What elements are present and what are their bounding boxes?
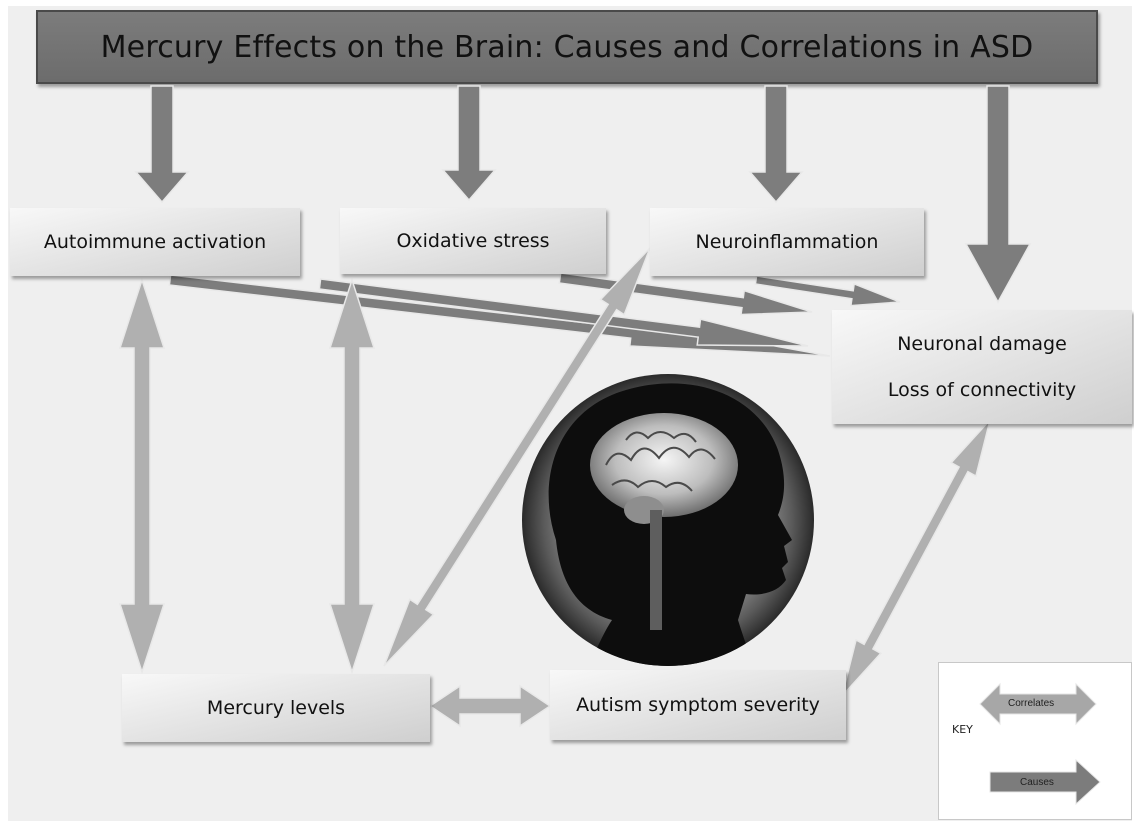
node-loss-of-connectivity-label: Loss of connectivity xyxy=(887,379,1077,401)
cause-arrow-title-to-oxidative xyxy=(441,85,497,202)
cause-arrow-oxidative-to-neuronal-damage xyxy=(318,278,809,347)
correlate-arrow-oxidative-mercury xyxy=(328,277,376,675)
legend-causes-arrow xyxy=(989,758,1101,806)
node-neuronal-damage-label: Neuronal damage xyxy=(897,333,1067,355)
legend-causes-label: Causes xyxy=(1020,777,1054,788)
node-neuronal-damage: Neuronal damage Loss of connectivity xyxy=(832,310,1132,424)
node-autoimmune-activation: Autoimmune activation xyxy=(10,208,300,276)
legend-arrows xyxy=(979,682,1101,806)
node-oxidative-stress: Oxidative stress xyxy=(340,208,606,274)
cause-arrow-neuroinflammation-to-neuronal-damage xyxy=(754,275,901,307)
correlate-arrow-mercury-autism xyxy=(428,684,552,728)
legend-key-label: KEY xyxy=(952,723,973,736)
legend-correlates-arrow xyxy=(979,682,1097,726)
diagram-title: Mercury Effects on the Brain: Causes and… xyxy=(36,10,1098,84)
node-autism-symptom-severity: Autism symptom severity xyxy=(550,670,846,740)
correlate-arrow-neuroinflammation-mercury xyxy=(383,247,651,667)
correlate-arrow-autoimmune-mercury xyxy=(118,277,166,675)
legend-key xyxy=(938,662,1132,820)
node-neuroinflammation: Neuroinflammation xyxy=(650,208,924,276)
node-mercury-levels: Mercury levels xyxy=(122,674,430,742)
legend-correlates-label: Correlates xyxy=(1008,698,1055,709)
cause-arrow-title-to-neuronal-damage xyxy=(964,85,1032,304)
cause-arrow-title-to-neuroinflammation xyxy=(748,85,804,204)
cause-arrow-title-to-autoimmune xyxy=(134,85,190,204)
correlate-arrow-autism-neuronal-damage xyxy=(841,419,991,697)
child-head-brain-illustration xyxy=(522,374,814,666)
